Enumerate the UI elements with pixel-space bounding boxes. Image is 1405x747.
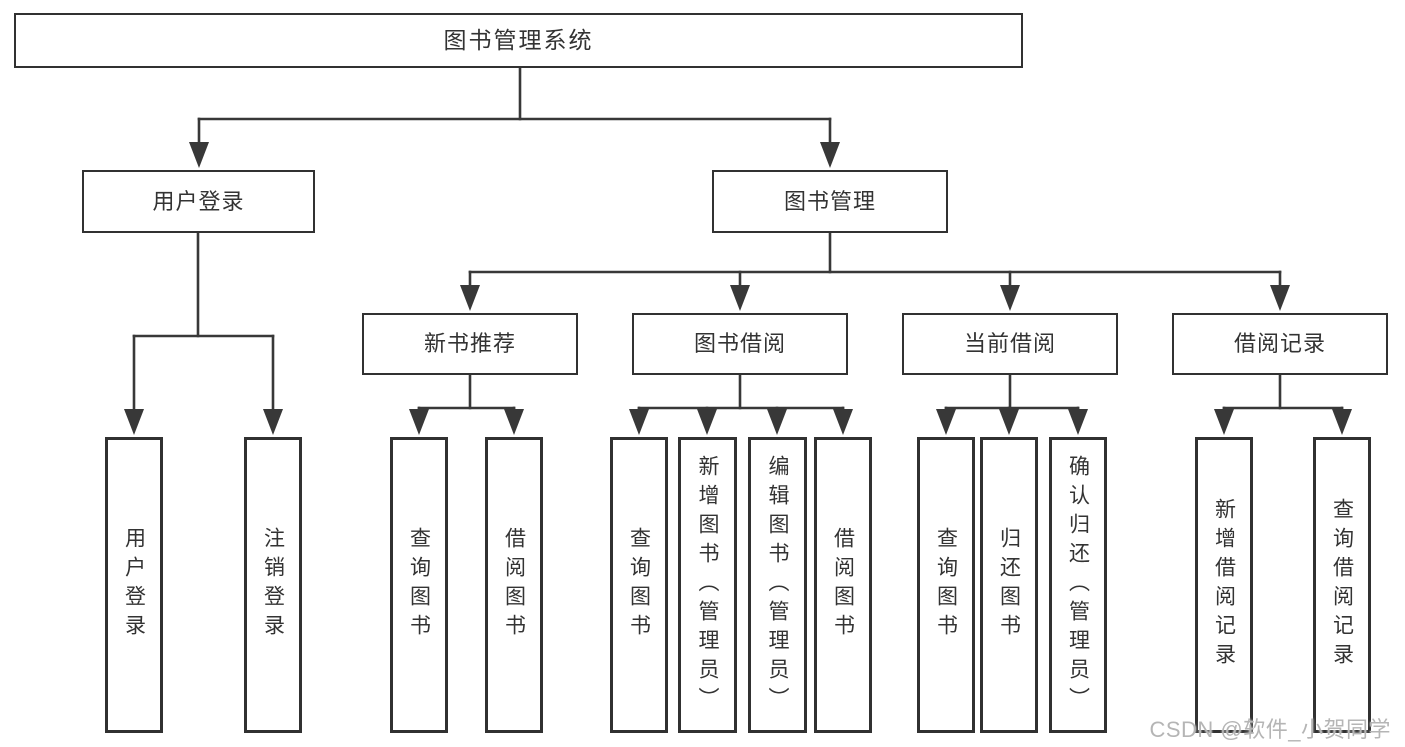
arrow-head-icon (730, 285, 750, 311)
arrow-head-icon (697, 409, 717, 435)
node-label: 借阅记录 (1233, 331, 1326, 356)
arrow-head-icon (1000, 285, 1020, 311)
arrow-head-icon (504, 409, 524, 435)
node-label: 确认归还（管理员） (1066, 454, 1090, 716)
node-label: 注销登录 (261, 527, 285, 643)
node-label: 归还图书 (997, 527, 1021, 643)
node-user-login: 用户登录 (82, 170, 315, 233)
node-label: 用户登录 (152, 188, 245, 214)
node-label: 编辑图书（管理员） (766, 454, 789, 716)
node-leaf-borrow-book-borrow: 借阅图书 (814, 437, 872, 733)
arrow-head-icon (833, 409, 853, 435)
node-label: 借阅图书 (831, 527, 855, 643)
node-leaf-edit-book: 编辑图书（管理员） (748, 437, 807, 733)
arrow-head-icon (767, 409, 787, 435)
arrow-head-icon (1214, 409, 1234, 435)
node-book-management: 图书管理 (712, 170, 948, 233)
arrow-head-icon (460, 285, 480, 311)
node-label: 图书管理系统 (443, 27, 594, 53)
node-leaf-return-book: 归还图书 (980, 437, 1038, 733)
node-label: 查询借阅记录 (1330, 498, 1354, 672)
node-label: 用户登录 (122, 527, 146, 643)
arrow-head-icon (820, 142, 840, 168)
node-label: 查询图书 (407, 527, 431, 643)
node-leaf-confirm-return: 确认归还（管理员） (1049, 437, 1107, 733)
node-leaf-query-book-recommend: 查询图书 (390, 437, 448, 733)
node-leaf-query-borrow-record: 查询借阅记录 (1313, 437, 1371, 733)
node-label: 图书借阅 (693, 331, 786, 356)
node-label: 新增图书（管理员） (696, 454, 719, 716)
arrow-head-icon (124, 409, 144, 435)
node-leaf-logout: 注销登录 (244, 437, 302, 733)
arrow-head-icon (189, 142, 209, 168)
arrow-head-icon (999, 409, 1019, 435)
node-label: 借阅图书 (502, 527, 526, 643)
node-label: 新增借阅记录 (1212, 498, 1236, 672)
node-label: 当前借阅 (963, 331, 1056, 356)
arrow-head-icon (1332, 409, 1352, 435)
node-borrow-records: 借阅记录 (1172, 313, 1388, 375)
watermark: CSDN @软件_小贺同学 (1149, 717, 1391, 742)
node-leaf-borrow-book-recommend: 借阅图书 (485, 437, 543, 733)
arrow-head-icon (936, 409, 956, 435)
node-new-book-recommend: 新书推荐 (362, 313, 578, 375)
node-current-borrow: 当前借阅 (902, 313, 1118, 375)
node-leaf-add-book: 新增图书（管理员） (678, 437, 737, 733)
node-label: 新书推荐 (423, 331, 516, 356)
node-root: 图书管理系统 (14, 13, 1023, 68)
node-label: 查询图书 (934, 527, 958, 643)
node-leaf-query-book-current: 查询图书 (917, 437, 975, 733)
arrow-head-icon (629, 409, 649, 435)
node-book-borrow: 图书借阅 (632, 313, 848, 375)
arrow-head-icon (1270, 285, 1290, 311)
arrow-head-icon (409, 409, 429, 435)
node-leaf-query-book-borrow: 查询图书 (610, 437, 668, 733)
node-leaf-user-login: 用户登录 (105, 437, 163, 733)
node-leaf-add-borrow-record: 新增借阅记录 (1195, 437, 1253, 733)
node-label: 图书管理 (783, 188, 876, 214)
node-label: 查询图书 (627, 527, 651, 643)
arrow-head-icon (263, 409, 283, 435)
arrow-head-icon (1068, 409, 1088, 435)
